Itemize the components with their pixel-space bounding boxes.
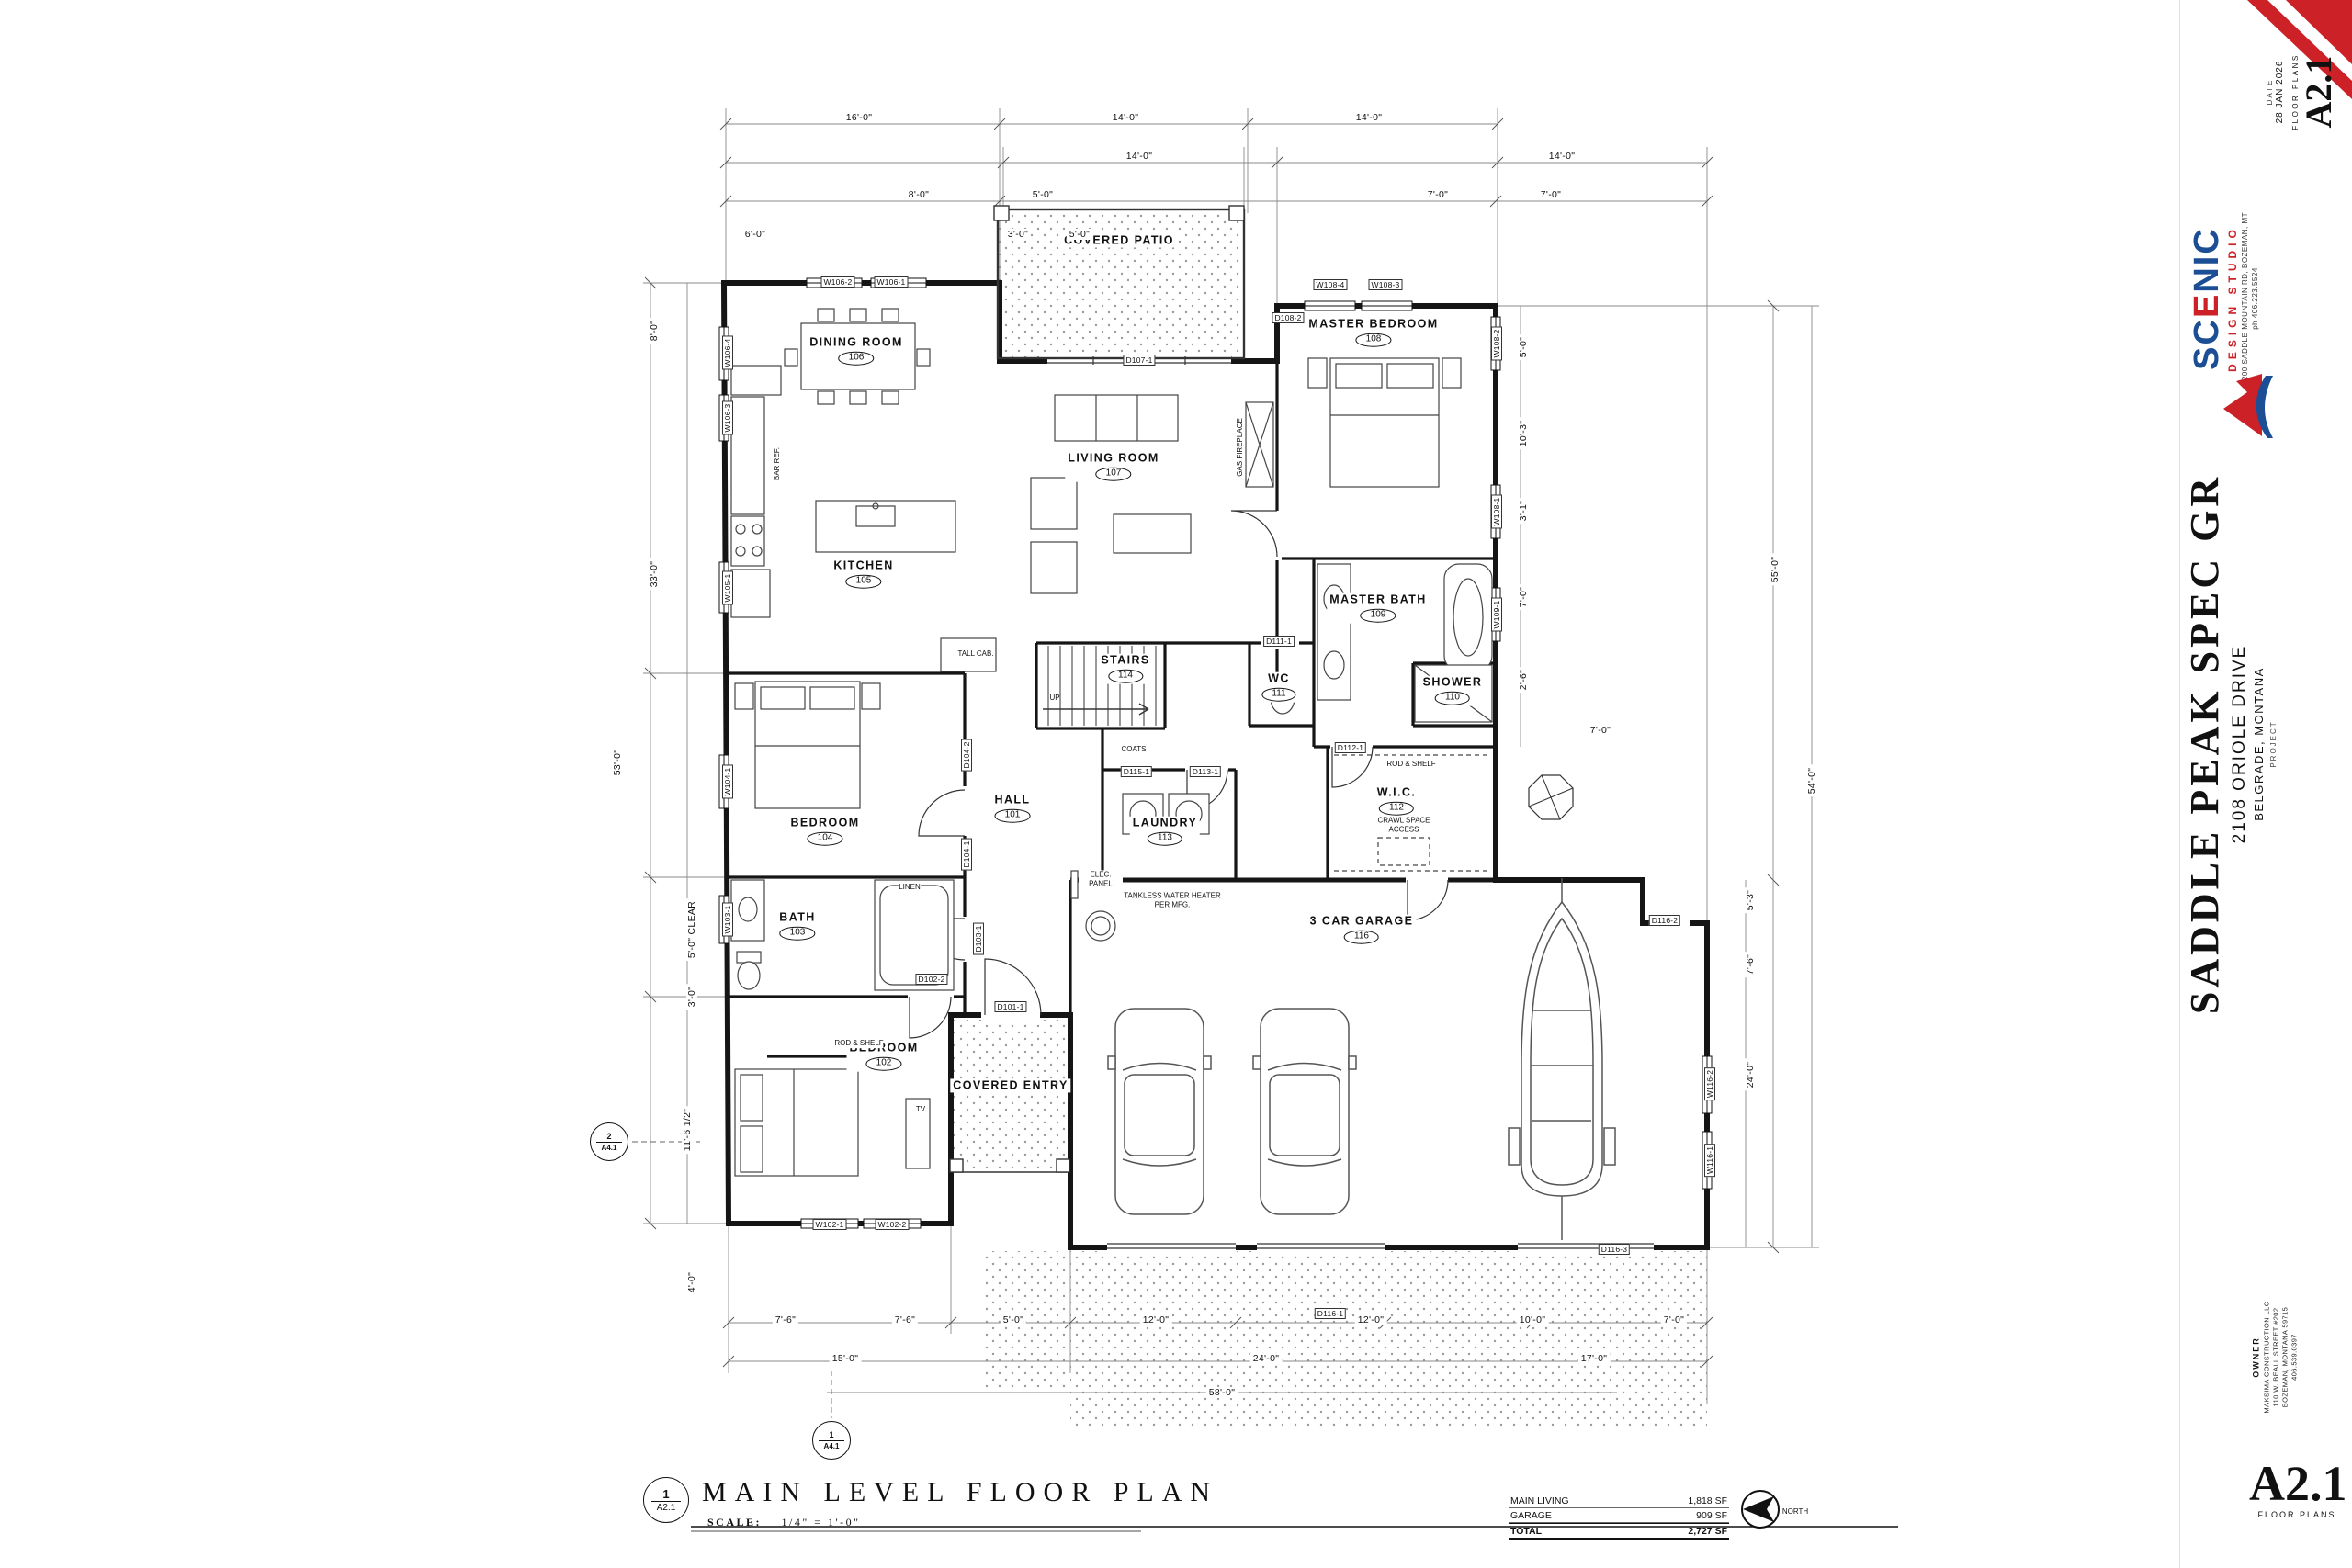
project-label: PROJECT <box>2269 720 2278 768</box>
corner-ribbon <box>2247 0 2352 99</box>
sheet-number: A2.1 <box>2249 1456 2347 1511</box>
scale-line: SCALE: 1/4" = 1'-0" <box>702 1516 1218 1529</box>
firm-mountain-logo-icon <box>2223 374 2273 438</box>
dimension-lines <box>632 108 1819 1418</box>
project-name: SADDLE PEAK SPEC GR <box>2182 473 2227 1015</box>
detail-marker: 1 A2.1 <box>643 1477 689 1523</box>
project-city: BELGRADE, MONTANA <box>2252 667 2267 821</box>
site-misc <box>949 205 1574 1173</box>
titleblock-separator <box>2179 0 2180 1568</box>
date-value: 28 JAN 2026 <box>2275 60 2285 124</box>
date-label: DATE <box>2266 78 2274 106</box>
title-text-group: MAIN LEVEL FLOOR PLAN SCALE: 1/4" = 1'-0… <box>702 1477 1218 1529</box>
area-row-main-living: MAIN LIVING 1,818 SF <box>1509 1494 1729 1508</box>
scale-value: 1/4" = 1'-0" <box>781 1516 861 1529</box>
area-table: MAIN LIVING 1,818 SF GARAGE 909 SF TOTAL… <box>1509 1494 1729 1540</box>
project-address: 2108 ORIOLE DRIVE <box>2230 644 2250 844</box>
owner-line: 110 W. BEALL STREET #202 <box>2271 1307 2280 1407</box>
sheet-number: A2.1 <box>2298 55 2339 129</box>
area-row-garage: GARAGE 909 SF <box>1509 1508 1729 1523</box>
detail-number: 1 <box>651 1487 681 1502</box>
scale-label: SCALE: <box>707 1516 763 1529</box>
titlebar-graphics <box>691 1490 1898 1532</box>
sheet-series: FLOOR PLANS <box>2257 1510 2336 1519</box>
sheet-id-bottom: A2.1 FLOOR PLANS <box>2249 1456 2347 1519</box>
stairs <box>1043 646 1157 726</box>
hardscape-stipple <box>954 209 1707 1427</box>
owner-line: MAKSIMA CONSTRUCTION LLC <box>2262 1301 2271 1414</box>
fixtures <box>730 308 1493 1177</box>
project-block: SADDLE PEAK SPEC GR 2108 ORIOLE DRIVE BE… <box>2182 432 2303 1056</box>
vehicles <box>1107 878 1616 1240</box>
area-row-total: TOTAL 2,727 SF <box>1509 1523 1729 1540</box>
owner-label: OWNER <box>2251 1337 2261 1378</box>
plan-title: MAIN LEVEL FLOOR PLAN <box>702 1477 1219 1507</box>
sheet-id-top: DATE 28 JAN 2026 FLOOR PLANS A2.1 <box>2246 14 2352 170</box>
owner-line: BOZEMAN, MONTANA 59715 <box>2280 1306 2290 1408</box>
detail-sheet: A2.1 <box>656 1503 676 1513</box>
owner-line: 406.539.0397 <box>2290 1334 2299 1381</box>
drawing-title-area: 1 A2.1 MAIN LEVEL FLOOR PLAN SCALE: 1/4"… <box>643 1477 1218 1529</box>
owner-block: OWNER MAKSIMA CONSTRUCTION LLC 110 W. BE… <box>2252 1261 2339 1454</box>
